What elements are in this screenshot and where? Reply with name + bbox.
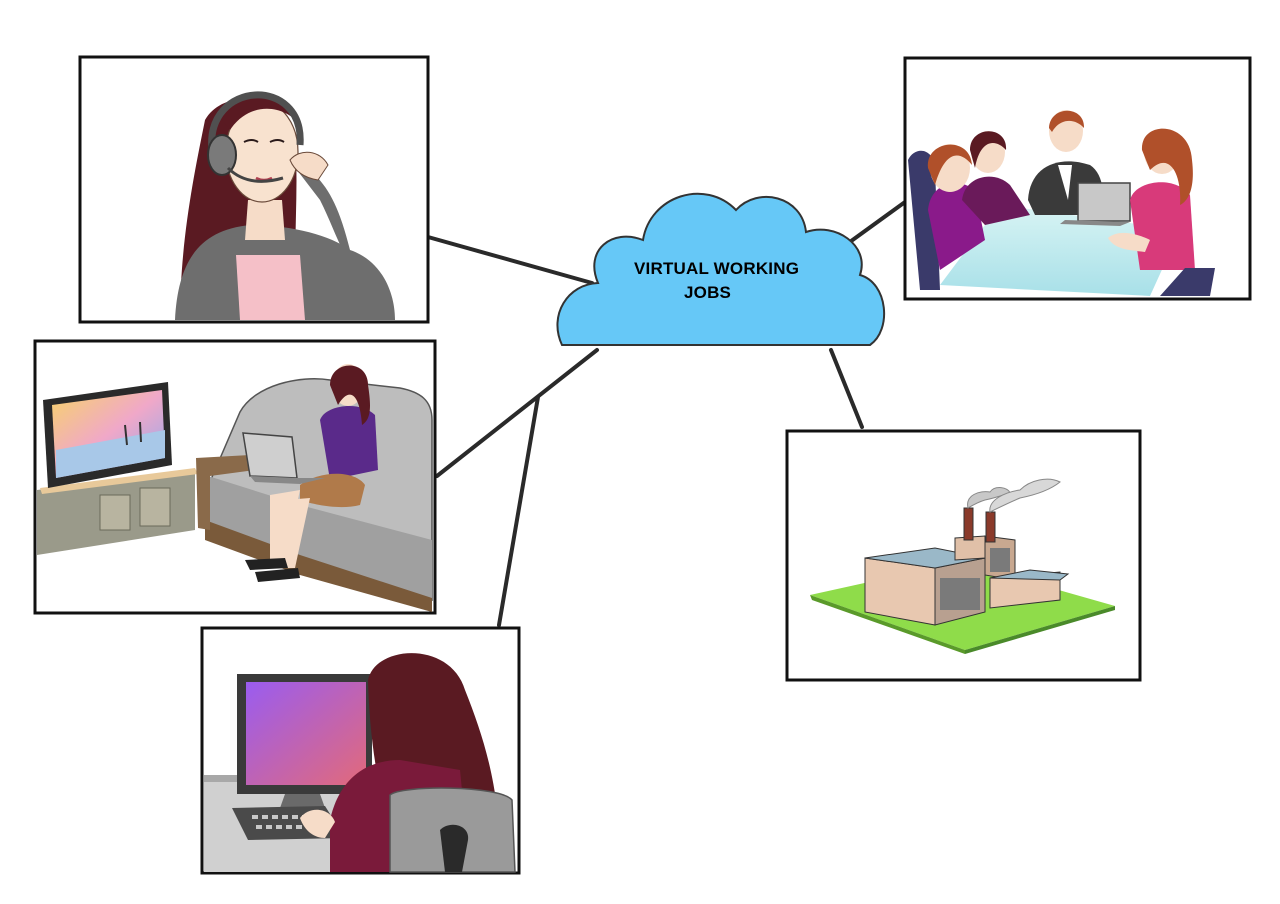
connector-call-center [426, 235, 594, 285]
factory-building-icon [810, 478, 1115, 654]
meeting-table-icon [908, 110, 1215, 296]
cloud-label-line1: VIRTUAL WORKING [634, 259, 799, 278]
desktop-computer-woman-icon [204, 653, 516, 873]
panel-team-meeting [903, 56, 1252, 301]
cloud-label-line2: JOBS [684, 283, 731, 302]
connector-computer [497, 395, 540, 627]
headset-woman-icon [175, 91, 395, 320]
panel-call-center [78, 55, 430, 324]
connector-factory [829, 348, 864, 429]
cloud-node: VIRTUAL WORKING JOBS [556, 192, 886, 346]
panel-computer-worker [200, 626, 521, 875]
connector-home-laptop [435, 348, 599, 478]
cloud-shape [556, 192, 886, 346]
panel-home-laptop [33, 339, 437, 615]
panel-factory [785, 429, 1142, 682]
sofa-laptop-woman-icon [37, 364, 433, 612]
